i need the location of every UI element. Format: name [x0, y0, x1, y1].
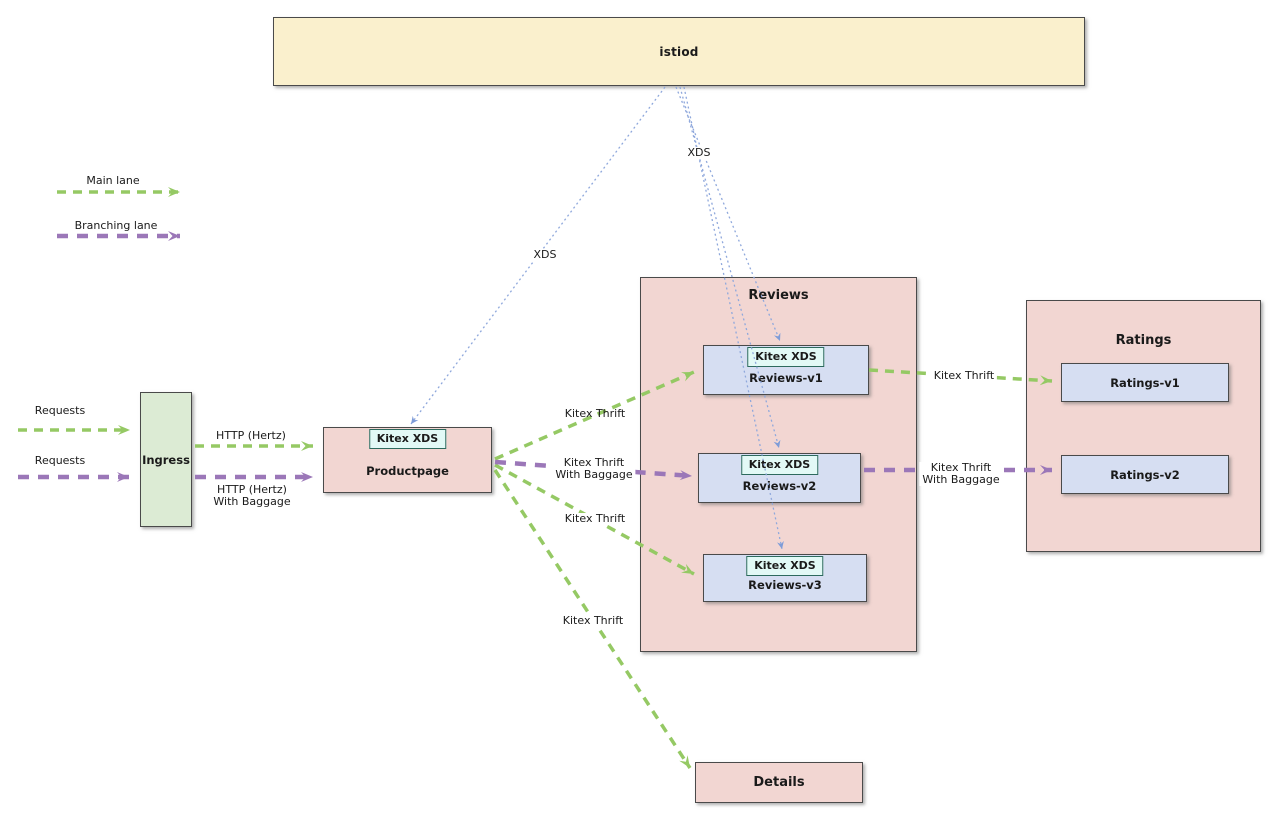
legend-branching-lane-label: Branching lane — [74, 219, 158, 232]
reviews-container: Reviews Kitex XDS Reviews-v1 Kitex XDS R… — [640, 277, 917, 652]
legend-main-lane-label: Main lane — [86, 174, 140, 187]
reviews-v3-node: Kitex XDS Reviews-v3 — [703, 554, 867, 602]
xds-productpage-label: XDS — [530, 249, 560, 261]
istiod-label: istiod — [659, 44, 699, 59]
requests-branching-label: Requests — [34, 454, 86, 467]
productpage-node: Kitex XDS Productpage — [323, 427, 492, 493]
productpage-kitex-xds-badge: Kitex XDS — [368, 429, 447, 449]
productpage-label: Productpage — [366, 464, 449, 478]
reviews-v1-label: Reviews-v1 — [749, 371, 823, 385]
reviews-title: Reviews — [748, 288, 809, 303]
kitex-thrift-ratings-v1-label: Kitex Thrift — [930, 370, 998, 382]
http-hertz-baggage-label: HTTP (Hertz) With Baggage — [213, 483, 291, 508]
kitex-thrift-baggage-v2-label: Kitex Thrift With Baggage — [552, 457, 636, 481]
ratings-v1-node: Ratings-v1 — [1061, 363, 1229, 402]
details-label: Details — [753, 775, 805, 790]
reviews-v2-kitex-xds-badge: Kitex XDS — [740, 455, 819, 475]
xds-reviews-label: XDS — [684, 147, 714, 159]
kitex-thrift-v3-label: Kitex Thrift — [561, 513, 629, 525]
requests-main-label: Requests — [34, 404, 86, 417]
ratings-v2-label: Ratings-v2 — [1110, 467, 1180, 482]
ingress-node: Ingress — [140, 392, 192, 527]
reviews-v2-label: Reviews-v2 — [742, 479, 817, 493]
ingress-label: Ingress — [142, 452, 190, 467]
ratings-v1-label: Ratings-v1 — [1110, 375, 1180, 390]
details-node: Details — [695, 762, 863, 803]
reviews-v3-kitex-xds-badge: Kitex XDS — [746, 556, 824, 576]
reviews-v3-label: Reviews-v3 — [748, 578, 822, 592]
http-hertz-label: HTTP (Hertz) — [216, 429, 286, 442]
kitex-thrift-baggage-ratings-v2-label: Kitex Thrift With Baggage — [919, 462, 1003, 486]
kitex-thrift-v1-label: Kitex Thrift — [564, 407, 626, 420]
kitex-thrift-details-label: Kitex Thrift — [559, 615, 627, 627]
reviews-v1-kitex-xds-badge: Kitex XDS — [747, 347, 825, 367]
reviews-v1-node: Kitex XDS Reviews-v1 — [703, 345, 869, 395]
ratings-container: Ratings Ratings-v1 Ratings-v2 — [1026, 300, 1261, 552]
ratings-v2-node: Ratings-v2 — [1061, 455, 1229, 494]
ratings-title: Ratings — [1115, 333, 1172, 348]
istiod-node: istiod — [273, 17, 1085, 86]
reviews-v2-node: Kitex XDS Reviews-v2 — [698, 453, 861, 503]
